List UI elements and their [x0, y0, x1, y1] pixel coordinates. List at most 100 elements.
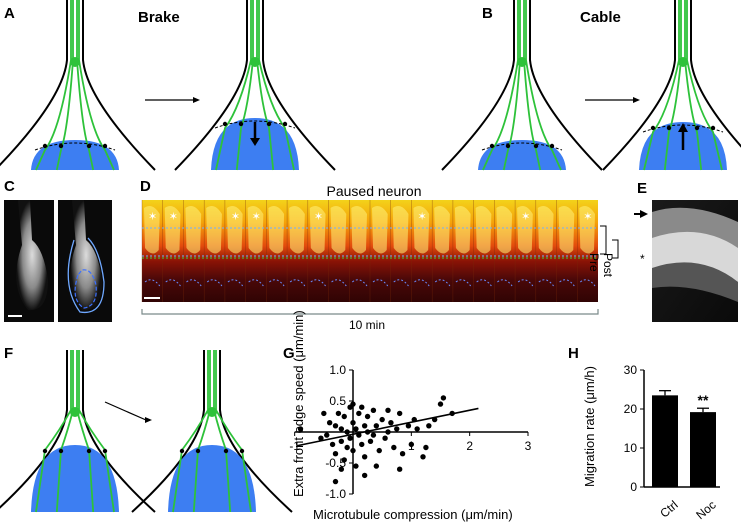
timelapse-frame: [226, 206, 243, 254]
membrane-right: [82, 0, 156, 171]
nucleus-trace: [579, 279, 596, 287]
scatter-point: [361, 454, 368, 460]
scatter-point: [364, 413, 371, 420]
timelapse-frame: [247, 206, 264, 254]
nucleus: [31, 445, 119, 512]
cell-c-left: [16, 200, 48, 311]
nucleus: [31, 140, 119, 170]
membrane-left: [602, 0, 676, 171]
membrane-left: [131, 350, 205, 513]
cell-c-right: [70, 200, 102, 311]
timelapse-frame: [475, 206, 492, 254]
anchor-dot: [102, 448, 108, 454]
nucleus-trace: [186, 279, 202, 287]
transition-arrow-f: [104, 401, 147, 421]
scatter-point: [385, 407, 391, 413]
timelapse-frame: [537, 206, 554, 254]
scatter-point: [405, 423, 412, 429]
membrane-right: [82, 350, 156, 513]
anchor-dot: [223, 448, 229, 454]
star-marker: ✶: [252, 210, 261, 223]
scatter-point: [332, 451, 339, 457]
scatter-point: [332, 478, 339, 485]
anchor-dot: [195, 448, 201, 454]
neuron-b-after: [602, 0, 741, 171]
scatter-x-tick-label: 2: [466, 439, 473, 453]
time-bracket: [141, 309, 599, 315]
scatter-point: [361, 472, 368, 479]
cortex-line: [214, 120, 296, 129]
nucleus-outline-c: [74, 269, 97, 309]
star-marker: ✶: [583, 210, 592, 223]
timelapse-frame: [454, 206, 471, 254]
nucleus-trace: [434, 279, 451, 287]
timelapse-frame: [517, 206, 533, 254]
kymograph-band-lower: [652, 262, 738, 302]
membrane-left: [174, 0, 248, 171]
nucleus-trace: [144, 279, 161, 287]
microtubule: [482, 0, 519, 171]
panel-b-title: Cable: [580, 9, 621, 26]
bar-category-label: Noc: [693, 498, 718, 522]
scatter-point: [373, 423, 380, 429]
scatter-point: [344, 444, 350, 451]
centrosome: [517, 57, 527, 67]
scatter-point: [332, 423, 339, 429]
scatter-point: [344, 429, 350, 435]
timelapse-frame: [289, 206, 305, 254]
anchor-dot: [42, 448, 48, 454]
centrosome: [207, 407, 217, 417]
scatter-point: [356, 410, 362, 417]
centrosome: [70, 57, 80, 67]
nucleus-trace: [227, 279, 244, 287]
scatter-point: [385, 429, 391, 435]
scatter-point: [350, 420, 356, 426]
microtubule: [35, 0, 72, 171]
scatter-point: [338, 466, 345, 472]
timelapse-frame: [330, 206, 347, 254]
scatter-point: [420, 454, 426, 460]
nucleus-trace: [538, 279, 554, 287]
scatter-point: [399, 451, 406, 457]
membrane-right: [262, 0, 336, 171]
scatter-point: [394, 426, 400, 432]
kymograph-marker: *: [640, 252, 645, 266]
scatter-point: [382, 435, 388, 441]
nucleus: [168, 445, 256, 512]
scatter-x-tick-label: 3: [525, 439, 532, 453]
scatter-point: [353, 463, 359, 469]
anchor-dot: [533, 143, 539, 149]
scatter-x-label: Microtubule compression (μm/min): [313, 507, 513, 522]
nucleus-trace: [559, 279, 575, 287]
anchor-dot: [86, 448, 92, 454]
scatter-x-tick-label: -1: [289, 439, 300, 453]
timelapse-frame: [558, 206, 575, 254]
centrosome: [678, 57, 688, 67]
timelapse-frame: [206, 206, 222, 254]
scatter-trend-line: [297, 407, 479, 447]
membrane-left: [441, 0, 515, 171]
timelapse-frame: [185, 206, 202, 254]
panel-label-d: D: [140, 178, 151, 195]
scatter-point: [408, 441, 415, 448]
anchor-dot: [86, 143, 92, 149]
nucleus-trace: [414, 279, 430, 287]
scatter-point: [318, 435, 324, 441]
scatter-point: [353, 426, 359, 432]
bar-category-label: Ctrl: [657, 498, 680, 521]
panel-label-h: H: [568, 345, 579, 362]
timelapse-frame: [309, 206, 326, 254]
centrosome: [250, 57, 260, 67]
membrane-right: [529, 0, 603, 171]
scatter-point: [297, 426, 304, 432]
nucleus-trace: [455, 279, 472, 287]
scatter-point: [350, 447, 356, 454]
timelapse-frame: [392, 206, 409, 254]
anchor-dot: [505, 143, 511, 149]
scatter-point: [329, 441, 336, 448]
